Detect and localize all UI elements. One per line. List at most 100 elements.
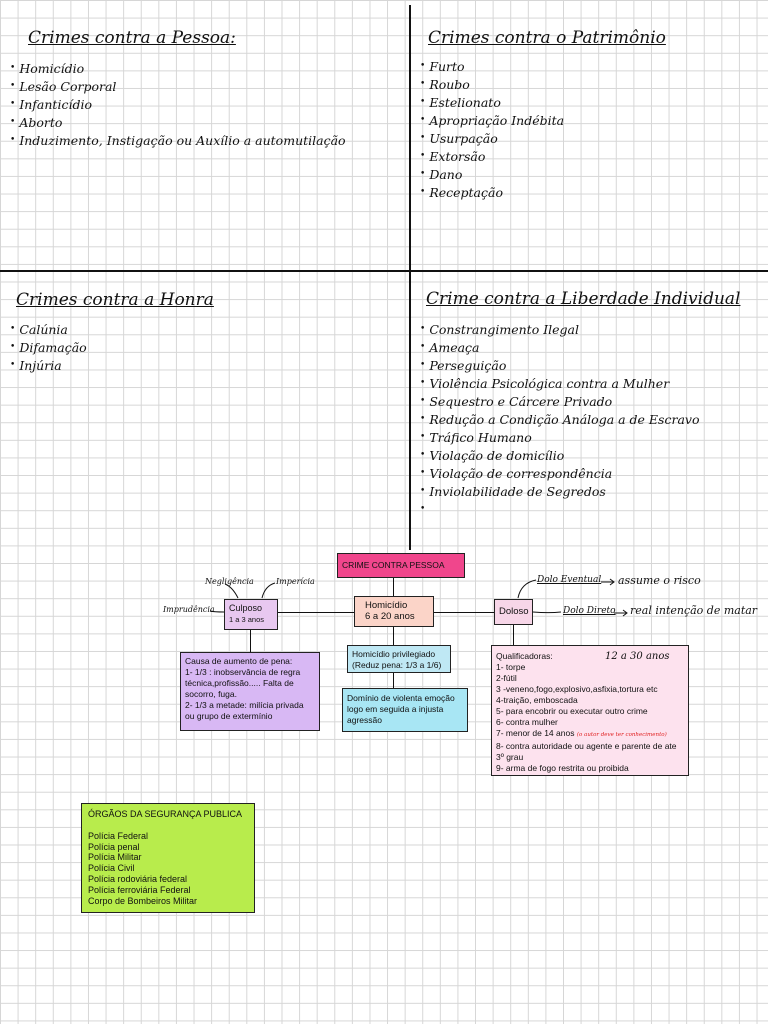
culposo-box: Culposo 1 a 3 anos bbox=[224, 599, 278, 630]
aumento-pena-line: 1- 1/3 : inobservância de regra bbox=[185, 667, 301, 677]
qualificadora-item: 3 -veneno,fogo,explosivo,asfixia,tortura… bbox=[496, 684, 658, 694]
list-item: Sequestro e Cárcere Privado bbox=[420, 394, 699, 412]
diagram-title-box: CRIME CONTRA PESSOA bbox=[337, 553, 465, 578]
arrow-line bbox=[224, 583, 239, 599]
pessoa-list: Homicídio Lesão Corporal Infanticídio Ab… bbox=[10, 61, 346, 151]
connector-line bbox=[393, 672, 394, 688]
list-item: Violação de domicílio bbox=[420, 448, 699, 466]
arrow-line bbox=[532, 611, 562, 614]
dolo-direto-desc: real intenção de matar bbox=[630, 604, 758, 617]
orgao-item: Polícia Militar bbox=[88, 852, 142, 863]
aumento-pena-box: Causa de aumento de pena: 1- 1/3 : inobs… bbox=[180, 652, 320, 731]
orgao-item: Polícia penal bbox=[88, 841, 140, 852]
qualificadora-item: 8- contra autoridade ou agente e parente… bbox=[496, 741, 677, 751]
list-item: Aborto bbox=[10, 115, 346, 133]
dominio-box: Domínio de violenta emoção logo em segui… bbox=[342, 688, 468, 732]
arrow-icon bbox=[614, 609, 628, 617]
doloso-label: Doloso bbox=[499, 606, 529, 617]
list-item: Furto bbox=[420, 59, 564, 77]
arrow-line bbox=[261, 582, 276, 599]
list-item: Perseguição bbox=[420, 358, 699, 376]
aumento-pena-line: socorro, fuga. bbox=[185, 689, 237, 699]
culposo-label: Culposo bbox=[229, 603, 263, 613]
orgao-item: Corpo de Bombeiros Militar bbox=[88, 895, 198, 906]
qualificadora-note: (o autor deve ter conhecimento) bbox=[576, 732, 667, 738]
list-item: Injúria bbox=[10, 358, 87, 376]
list-item: Redução a Condição Análoga a de Escravo bbox=[420, 412, 699, 430]
orgaos-title: ÓRGÃOS DA SEGURANÇA PUBLICA bbox=[88, 809, 243, 819]
list-item: Usurpação bbox=[420, 131, 564, 149]
orgao-item: Polícia rodoviária federal bbox=[88, 873, 188, 884]
homicidio-box: Homicídio 6 a 20 anos bbox=[354, 596, 434, 627]
qualificadoras-box: Qualificadoras: 1- torpe 2-fútil 3 -vene… bbox=[491, 645, 689, 776]
imprudencia-label: Imprudência bbox=[163, 605, 215, 614]
list-item: Inviolabilidade de Segredos bbox=[420, 484, 699, 502]
impericia-label: Imperícia bbox=[276, 577, 315, 586]
aumento-pena-line: técnica,profissão..... Falta de bbox=[185, 678, 294, 688]
list-item: Violência Psicológica contra a Mulher bbox=[420, 376, 699, 394]
patrimonio-title: Crimes contra o Patrimônio bbox=[428, 28, 666, 48]
qualificadora-item: 1- torpe bbox=[496, 662, 526, 672]
arrow-icon bbox=[601, 578, 615, 586]
list-item: Infanticídio bbox=[10, 97, 346, 115]
qualificadoras-pena: 12 a 30 anos bbox=[605, 651, 670, 662]
dominio-line: Domínio de violenta emoção bbox=[347, 693, 455, 703]
list-item: Receptação bbox=[420, 185, 564, 203]
list-item: Homicídio bbox=[10, 61, 346, 79]
connector-line bbox=[393, 626, 394, 645]
orgao-item: Polícia ferroviária Federal bbox=[88, 884, 191, 895]
qualificadora-item-7: 7- menor de 14 anos (o autor deve ter co… bbox=[496, 728, 684, 741]
list-item: Difamação bbox=[10, 340, 86, 358]
list-item: Induzimento, Instigação ou Auxílio a aut… bbox=[10, 133, 345, 151]
list-item: Ameaça bbox=[420, 340, 699, 358]
pessoa-title: Crimes contra a Pessoa: bbox=[28, 28, 236, 48]
list-item: Apropriação Indébita bbox=[420, 113, 564, 131]
arrow-line bbox=[209, 610, 225, 613]
qualificadora-item: 2-fútil bbox=[496, 673, 517, 683]
qualificadora-item: 4-traição, emboscada bbox=[496, 695, 578, 705]
aumento-pena-line: Causa de aumento de pena: bbox=[185, 656, 293, 666]
list-item: Extorsão bbox=[420, 149, 564, 167]
honra-title: Crimes contra a Honra bbox=[16, 290, 214, 310]
privilegiado-reducao: (Reduz pena: 1/3 a 1/6) bbox=[352, 660, 442, 670]
horizontal-divider bbox=[0, 270, 768, 272]
dolo-direto-label: Dolo Direto bbox=[563, 606, 616, 616]
homicidio-label: Homicídio bbox=[365, 600, 408, 611]
qualificadora-item: 5- para encobrir ou executar outro crime bbox=[496, 706, 648, 716]
list-item: Tráfico Humano bbox=[420, 430, 699, 448]
orgao-item: Polícia Federal bbox=[88, 830, 149, 841]
list-item: Estelionato bbox=[420, 95, 564, 113]
list-item: Dano bbox=[420, 167, 564, 185]
list-item: Calúnia bbox=[10, 322, 87, 340]
qualificadora-item: 3º grau bbox=[496, 752, 524, 762]
doloso-box: Doloso bbox=[494, 599, 533, 625]
list-item: Roubo bbox=[420, 77, 564, 95]
liberdade-list: Constrangimento Ilegal Ameaça Perseguiçã… bbox=[420, 322, 699, 520]
dolo-eventual-desc: assume o risco bbox=[618, 574, 701, 587]
qualificadora-item: 9- arma de fogo restrita ou proibida bbox=[496, 763, 629, 773]
aumento-pena-line: 2- 1/3 a metade: milícia privada bbox=[185, 700, 304, 710]
diagram-title: CRIME CONTRA PESSOA bbox=[342, 560, 445, 570]
list-item: Lesão Corporal bbox=[10, 79, 346, 97]
homicidio-pena: 6 a 20 anos bbox=[365, 611, 415, 622]
arrow-line bbox=[517, 579, 537, 599]
connector-line bbox=[250, 630, 251, 652]
aumento-pena-line: ou grupo de extermínio bbox=[185, 711, 273, 721]
culposo-pena: 1 a 3 anos bbox=[229, 615, 265, 624]
honra-list: Calúnia Difamação Injúria bbox=[10, 322, 87, 376]
dolo-eventual-label: Dolo Eventual bbox=[537, 575, 602, 585]
connector-line bbox=[433, 612, 495, 613]
connector-line bbox=[513, 625, 514, 645]
patrimonio-list: Furto Roubo Estelionato Apropriação Indé… bbox=[420, 59, 564, 203]
qualificadora-item: 7- menor de 14 anos bbox=[496, 728, 575, 738]
negligencia-label: Negligência bbox=[205, 577, 254, 586]
dominio-line: agressão bbox=[347, 715, 382, 725]
orgao-item: Polícia Civil bbox=[88, 863, 135, 874]
vertical-divider bbox=[409, 5, 411, 550]
privilegiado-label: Homicídio privilegiado bbox=[352, 649, 436, 659]
privilegiado-box: Homicídio privilegiado (Reduz pena: 1/3 … bbox=[347, 645, 451, 673]
orgaos-box: ÓRGÃOS DA SEGURANÇA PUBLICA Polícia Fede… bbox=[81, 803, 255, 913]
list-item: Violação de correspondência bbox=[420, 466, 699, 484]
liberdade-title: Crime contra a Liberdade Individual bbox=[426, 289, 741, 309]
